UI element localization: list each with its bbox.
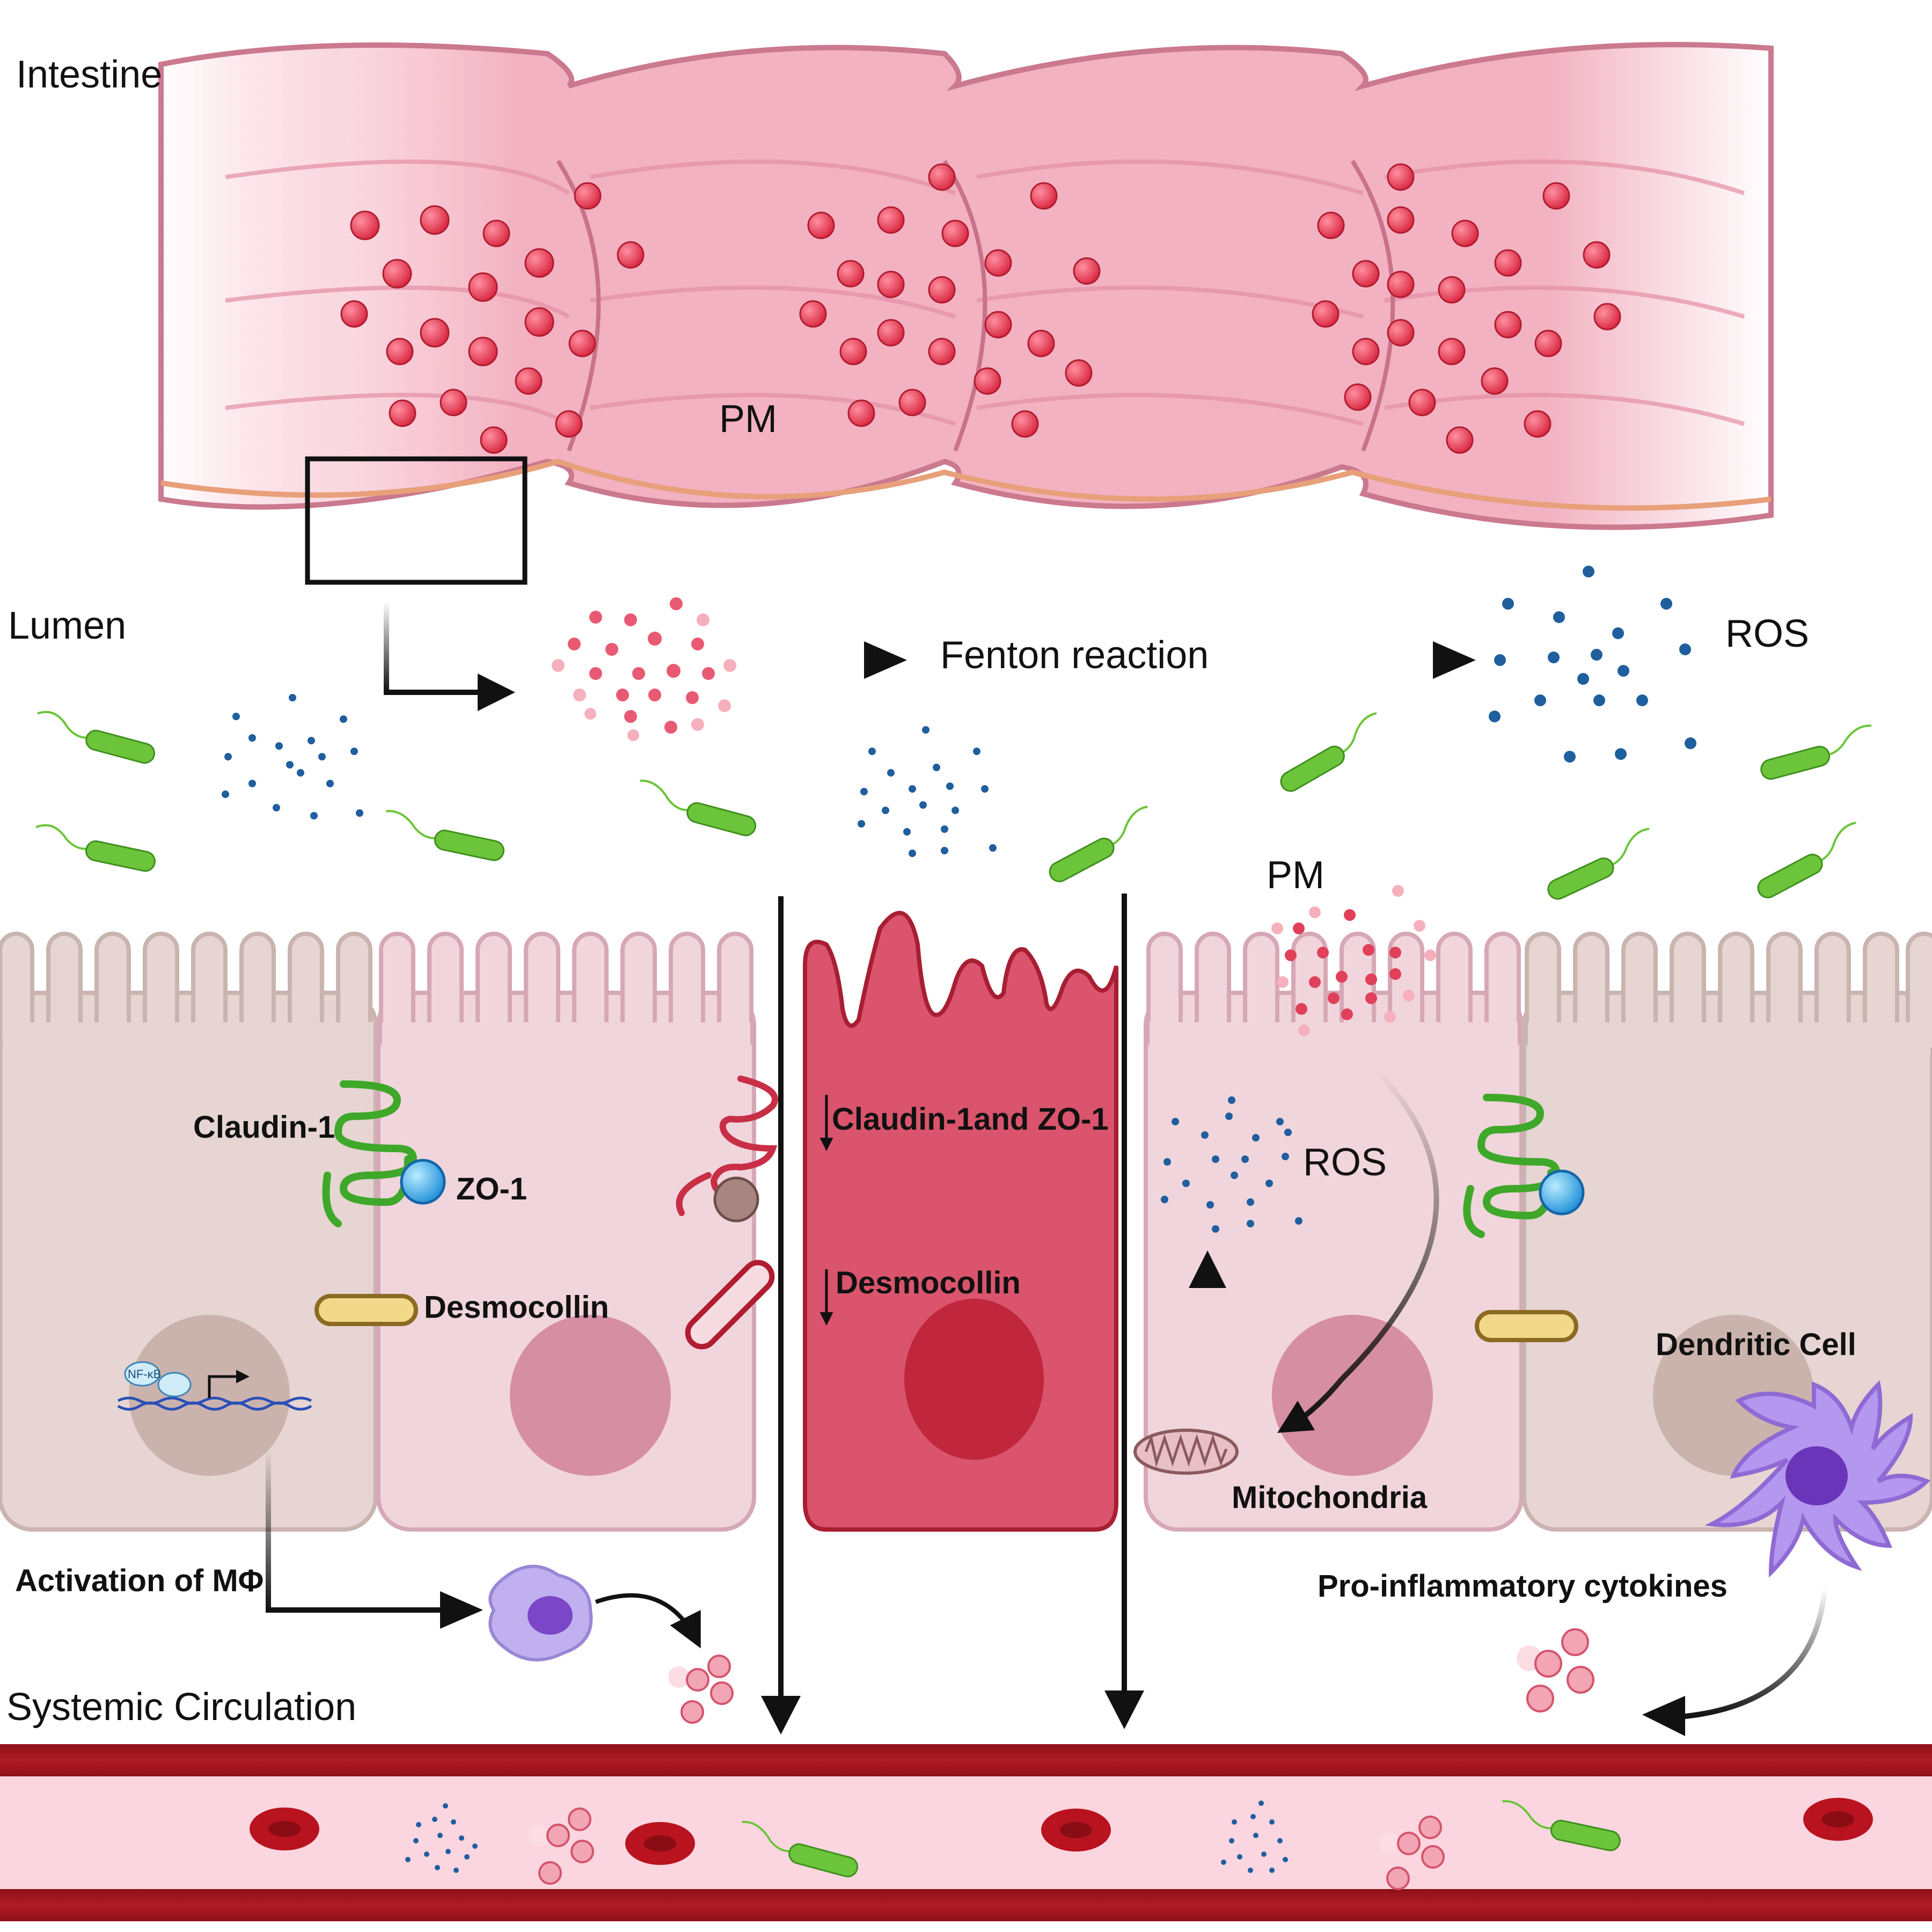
desmocollin-protein	[314, 1294, 418, 1326]
red-blood-cells	[250, 1798, 1873, 1865]
epithelial-cell-2	[376, 932, 756, 1532]
claudin-label: Claudin-1	[193, 1110, 335, 1145]
intestine-body	[158, 42, 1774, 530]
zo-1-label: ZO-1	[456, 1172, 527, 1206]
damaged-epithelial-cell	[803, 911, 1118, 1532]
damaged-zo-1	[713, 1176, 759, 1223]
zo-1-protein	[400, 1159, 446, 1205]
dc-to-cytokines-arrow	[1674, 1588, 1827, 1720]
activation-label: Activation of MΦ	[15, 1563, 264, 1598]
ros-cluster-top	[1489, 566, 1696, 763]
desmocollin-down-label: Desmocollin	[836, 1265, 1021, 1300]
ros-top-label: ROS	[1725, 612, 1809, 655]
pm-cells-label: PM	[1267, 854, 1324, 897]
pm-to-mito-arrow	[1286, 1066, 1439, 1430]
pm-cluster-lumen	[552, 597, 736, 741]
ros-cluster-cell	[1161, 1096, 1302, 1233]
damaged-desmocollin	[685, 1260, 775, 1350]
zoom-box	[305, 456, 528, 585]
blood-vessel	[0, 1744, 1932, 1921]
blood-ros-2	[1221, 1801, 1288, 1873]
claudin-1-protein-right	[1463, 1094, 1561, 1238]
macrophage-cell	[488, 1564, 593, 1662]
zoom-arrow-head	[478, 674, 515, 711]
mitochondria-label: Mitochondria	[1232, 1480, 1428, 1515]
desmocollin-label: Desmocollin	[424, 1290, 609, 1324]
blood-bacterium-2	[1502, 1800, 1621, 1851]
pm-top-label: PM	[719, 398, 777, 441]
intestine-pm-particles	[340, 163, 1621, 454]
desmocollin-protein-right	[1475, 1310, 1578, 1342]
nfkb-label: NF-κB	[128, 1367, 161, 1381]
cytokines-label: Pro-inflammatory cytokines	[1318, 1569, 1728, 1604]
zoom-arrow-line	[384, 601, 502, 695]
blood-ros-1	[405, 1803, 478, 1873]
lumen-bacteria	[35, 711, 1872, 900]
claudin-1-protein	[322, 1080, 418, 1227]
dendritic-label: Dendritic Cell	[1656, 1327, 1856, 1362]
epithelial-layer	[0, 911, 1932, 1532]
intestine-label: Intestine	[16, 53, 162, 96]
nfkb-dna: NF-κB	[117, 1361, 312, 1411]
intestine-illustration	[158, 42, 1774, 585]
ros-cell-label: ROS	[1303, 1141, 1387, 1184]
cytokines-left	[668, 1655, 734, 1724]
ros-cluster-left	[222, 694, 363, 819]
blood-cytokines-1	[529, 1807, 594, 1885]
ros-cluster-center	[858, 726, 997, 857]
activation-arrow	[266, 1449, 456, 1613]
fenton-label: Fenton reaction	[940, 634, 1209, 677]
mitochondria	[1133, 1429, 1239, 1475]
dendritic-cell	[1704, 1380, 1931, 1578]
claudin-zo-down-label: Claudin-1and ZO-1	[832, 1102, 1109, 1137]
macrophage-to-cytokines-arrow	[595, 1593, 701, 1649]
cytokines-right	[1517, 1628, 1594, 1713]
damaged-claudin	[676, 1075, 778, 1216]
intestine-serosa	[160, 458, 1772, 511]
blood-bacterium-1	[742, 1820, 859, 1878]
epithelial-cell-1	[0, 932, 378, 1532]
lumen-label: Lumen	[8, 604, 126, 647]
pm-entry-particles	[1271, 885, 1436, 1036]
zo-1-protein-right	[1539, 1169, 1585, 1216]
epithelial-cell-4	[1144, 932, 1524, 1532]
systemic-label: Systemic Circulation	[6, 1686, 356, 1729]
blood-cytokines-2	[1379, 1816, 1445, 1890]
